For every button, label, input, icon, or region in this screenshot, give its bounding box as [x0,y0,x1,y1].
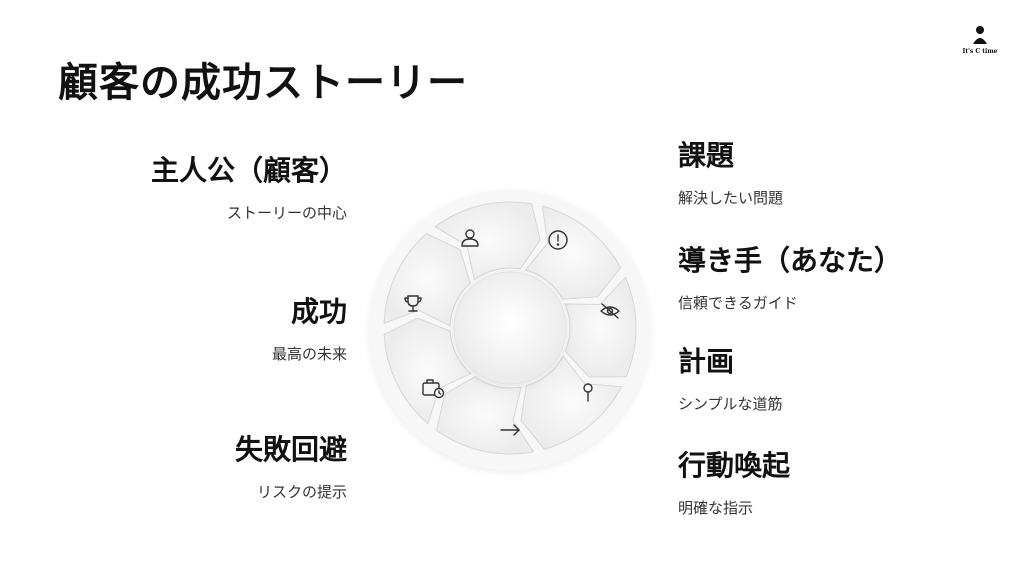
left-item-success: 成功 最高の未来 [272,294,347,364]
right-item-plan: 計画 シンプルな道筋 [678,344,783,414]
item-heading: 計画 [678,345,735,378]
story-cycle-diagram [370,190,650,470]
page-title: 顧客の成功ストーリー [58,60,468,106]
eye-off-icon [600,303,620,319]
logo-text: It's C time [962,48,998,55]
cycle-segment-eye-off-icon [564,276,637,378]
logo: It's C time [958,24,1002,55]
cycle-segment-trophy-icon [383,233,471,327]
cycle-hub [453,271,567,385]
item-subtext: 最高の未来 [271,345,347,363]
alert-icon [548,230,568,250]
item-heading: 課題 [678,139,735,172]
logo-figure-icon [973,26,987,44]
item-heading: 成功 [290,295,347,328]
right-item-guide: 導き手（あなた） 信頼できるガイド [678,243,902,313]
item-subtext: 信頼できるガイド [678,294,798,312]
right-item-call-to-action: 行動喚起 明確な指示 [678,448,790,518]
cycle-segment-person-icon [434,201,541,281]
right-item-problem: 課題 解決したい問題 [678,138,783,208]
briefcase-clock-icon [422,379,445,399]
item-subtext: ストーリーの中心 [226,204,347,222]
item-heading: 導き手（あなた） [678,244,903,277]
left-item-failure-avoidance: 失敗回避 リスクの提示 [235,432,347,502]
trophy-icon [404,295,422,312]
item-heading: 主人公（顧客） [150,154,347,187]
left-item-protagonist: 主人公（顧客） ストーリーの中心 [151,153,347,223]
cycle-segment-alert-icon [524,205,622,300]
arrow-right-icon [500,424,520,436]
item-heading: 行動喚起 [678,449,791,482]
item-subtext: 明確な指示 [678,499,754,517]
item-subtext: シンプルな道筋 [678,395,783,413]
item-subtext: リスクの提示 [256,483,347,501]
cycle-segment-arrow-right-icon [436,376,535,455]
pin-icon [583,383,593,402]
item-heading: 失敗回避 [234,433,347,466]
item-subtext: 解決したい問題 [678,189,784,207]
cycle-segment-briefcase-clock-icon [383,317,472,425]
person-icon [461,229,479,247]
cycle-segment-pin-icon [520,355,623,450]
